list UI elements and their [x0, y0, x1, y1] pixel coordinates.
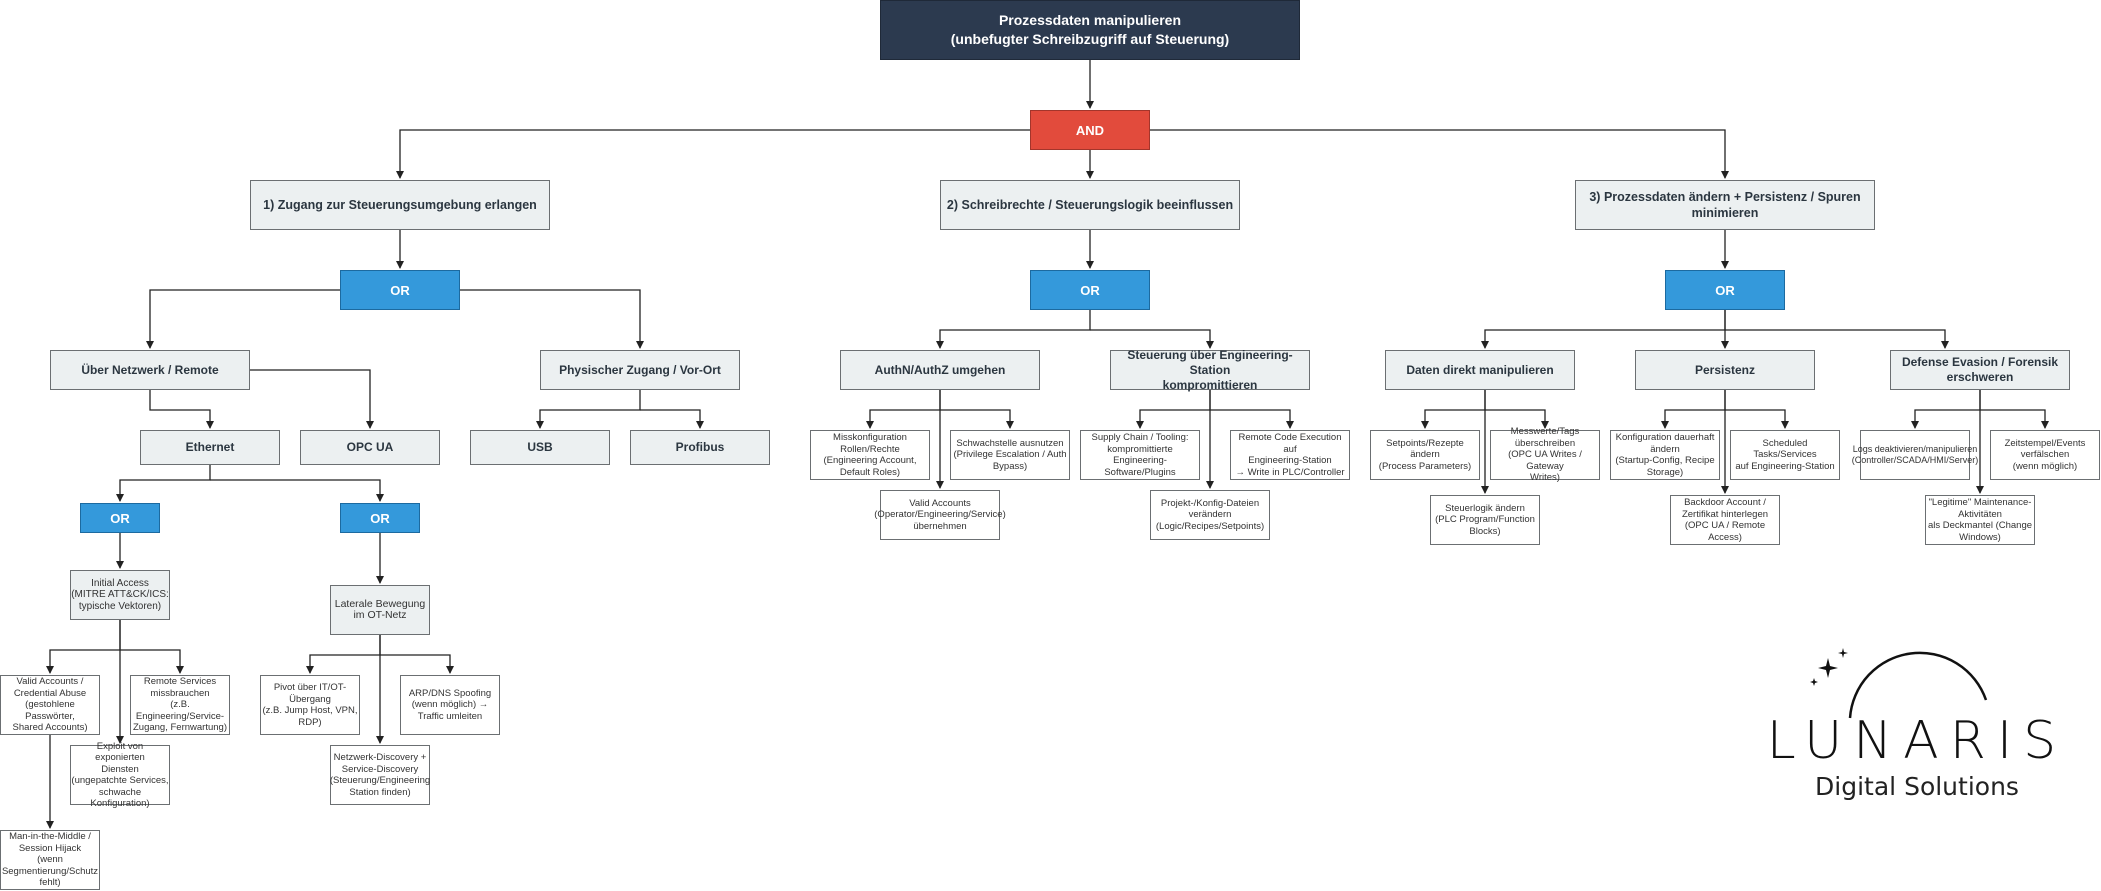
- leaf-zeitstempel[interactable]: Zeitstempel/Events verfälschen (wenn mög…: [1990, 430, 2100, 480]
- connector-edge: [1481, 310, 1726, 349]
- branch-schreibrechte[interactable]: 2) Schreibrechte / Steuerungslogik beein…: [940, 180, 1240, 230]
- connector-edge: [936, 310, 1091, 349]
- node-opc-ua[interactable]: OPC UA: [300, 430, 440, 465]
- or-gate-zugang[interactable]: OR: [340, 270, 460, 310]
- node-profibus[interactable]: Profibus: [630, 430, 770, 465]
- connector-edge: [396, 129, 1030, 179]
- leaf-mitm[interactable]: Man-in-the-Middle / Session Hijack (wenn…: [0, 830, 100, 890]
- logo-title: LUNARIS: [1766, 711, 2068, 771]
- node-defense-evasion[interactable]: Defense Evasion / Forensik erschweren: [1890, 350, 2070, 390]
- leaf-remote-services[interactable]: Remote Services missbrauchen (z.B. Engin…: [130, 675, 230, 735]
- node-daten-manipulieren[interactable]: Daten direkt manipulieren: [1385, 350, 1575, 390]
- or-gate-initial-access[interactable]: OR: [80, 503, 160, 533]
- leaf-rce[interactable]: Remote Code Execution auf Engineering-St…: [1230, 430, 1350, 480]
- leaf-misskonfiguration[interactable]: Misskonfiguration Rollen/Rechte (Enginee…: [810, 430, 930, 480]
- connector-edge: [380, 654, 454, 674]
- leaf-valid-accounts[interactable]: Valid Accounts / Credential Abuse (gesto…: [0, 675, 100, 735]
- connector-edge: [1090, 329, 1214, 349]
- connector-edge: [1136, 390, 1211, 429]
- leaf-steuerlogik[interactable]: Steuerlogik ändern (PLC Program/Function…: [1430, 495, 1540, 545]
- node-usb[interactable]: USB: [470, 430, 610, 465]
- logo-subtitle: Digital Solutions: [1815, 772, 2019, 801]
- leaf-backdoor[interactable]: Backdoor Account / Zertifikat hinterlege…: [1670, 495, 1780, 545]
- node-netzwerk-remote[interactable]: Über Netzwerk / Remote: [50, 350, 250, 390]
- connector-edge: [116, 465, 211, 502]
- branch-prozessdaten[interactable]: 3) Prozessdaten ändern + Persistenz / Sp…: [1575, 180, 1875, 230]
- leaf-scheduled-tasks[interactable]: Scheduled Tasks/Services auf Engineering…: [1730, 430, 1840, 480]
- node-ethernet[interactable]: Ethernet: [140, 430, 280, 465]
- connector-edge: [250, 369, 374, 429]
- connector-edge: [120, 649, 184, 674]
- connector-edge: [1210, 409, 1294, 429]
- connector-edge: [146, 289, 340, 349]
- connector-edge: [460, 289, 644, 349]
- connector-edge: [210, 479, 384, 502]
- connector-edge: [536, 390, 641, 429]
- and-gate[interactable]: AND: [1030, 110, 1150, 150]
- leaf-schwachstelle[interactable]: Schwachstelle ausnutzen (Privilege Escal…: [950, 430, 1070, 480]
- leaf-supply-chain[interactable]: Supply Chain / Tooling: kompromittierte …: [1080, 430, 1200, 480]
- connector-edge: [1150, 129, 1729, 179]
- leaf-setpoints[interactable]: Setpoints/Rezepte ändern (Process Parame…: [1370, 430, 1480, 480]
- leaf-konfiguration[interactable]: Konfiguration dauerhaft ändern (Startup-…: [1610, 430, 1720, 480]
- node-engineering-station[interactable]: Steuerung über Engineering-Station kompr…: [1110, 348, 1310, 392]
- connector-edge: [1725, 329, 1949, 349]
- connector-edge: [1725, 409, 1789, 429]
- or-gate-lateral[interactable]: OR: [340, 503, 420, 533]
- connector-edge: [46, 620, 121, 674]
- leaf-projekt-dateien[interactable]: Projekt-/Konfig-Dateien verändern (Logic…: [1150, 490, 1270, 540]
- leaf-arp-spoofing[interactable]: ARP/DNS Spoofing (wenn möglich) → Traffi…: [400, 675, 500, 735]
- or-gate-prozessdaten[interactable]: OR: [1665, 270, 1785, 310]
- connector-edge: [1485, 409, 1549, 429]
- connector-edge: [866, 390, 941, 429]
- connector-edge: [1911, 390, 1981, 429]
- leaf-pivot[interactable]: Pivot über IT/OT- Übergang (z.B. Jump Ho…: [260, 675, 360, 735]
- root-goal[interactable]: Prozessdaten manipulieren (unbefugter Sc…: [880, 0, 1300, 60]
- node-laterale-bewegung[interactable]: Laterale Bewegung im OT-Netz: [330, 585, 430, 635]
- lunaris-logo-icon: [1810, 648, 1988, 719]
- leaf-legitime-maintenance[interactable]: "Legitime" Maintenance- Aktivitäten als …: [1925, 495, 2035, 545]
- node-initial-access[interactable]: Initial Access (MITRE ATT&CK/ICS: typisc…: [70, 570, 170, 620]
- leaf-exploit[interactable]: Exploit von exponierten Diensten (ungepa…: [70, 740, 170, 809]
- connector-edge: [149, 390, 214, 429]
- node-authn-authz[interactable]: AuthN/AuthZ umgehen: [840, 350, 1040, 390]
- branch-zugang[interactable]: 1) Zugang zur Steuerungsumgebung erlange…: [250, 180, 550, 230]
- connector-edge: [1980, 409, 2049, 429]
- connector-edge: [1661, 390, 1726, 429]
- leaf-messwerte[interactable]: Messwerte/Tags überschreiben (OPC UA Wri…: [1490, 426, 1600, 483]
- leaf-valid-accounts-2[interactable]: Valid Accounts (Operator/Engineering/Ser…: [874, 490, 1006, 540]
- connector-edge: [940, 409, 1014, 429]
- node-persistenz[interactable]: Persistenz: [1635, 350, 1815, 390]
- connector-edge: [640, 409, 704, 429]
- node-physischer-zugang[interactable]: Physischer Zugang / Vor-Ort: [540, 350, 740, 390]
- or-gate-schreibrechte[interactable]: OR: [1030, 270, 1150, 310]
- connector-edge: [1421, 390, 1486, 429]
- leaf-discovery[interactable]: Netzwerk-Discovery + Service-Discovery (…: [330, 745, 430, 805]
- connector-edge: [306, 635, 381, 674]
- leaf-logs[interactable]: Logs deaktivieren/manipulieren (Controll…: [1852, 430, 1978, 480]
